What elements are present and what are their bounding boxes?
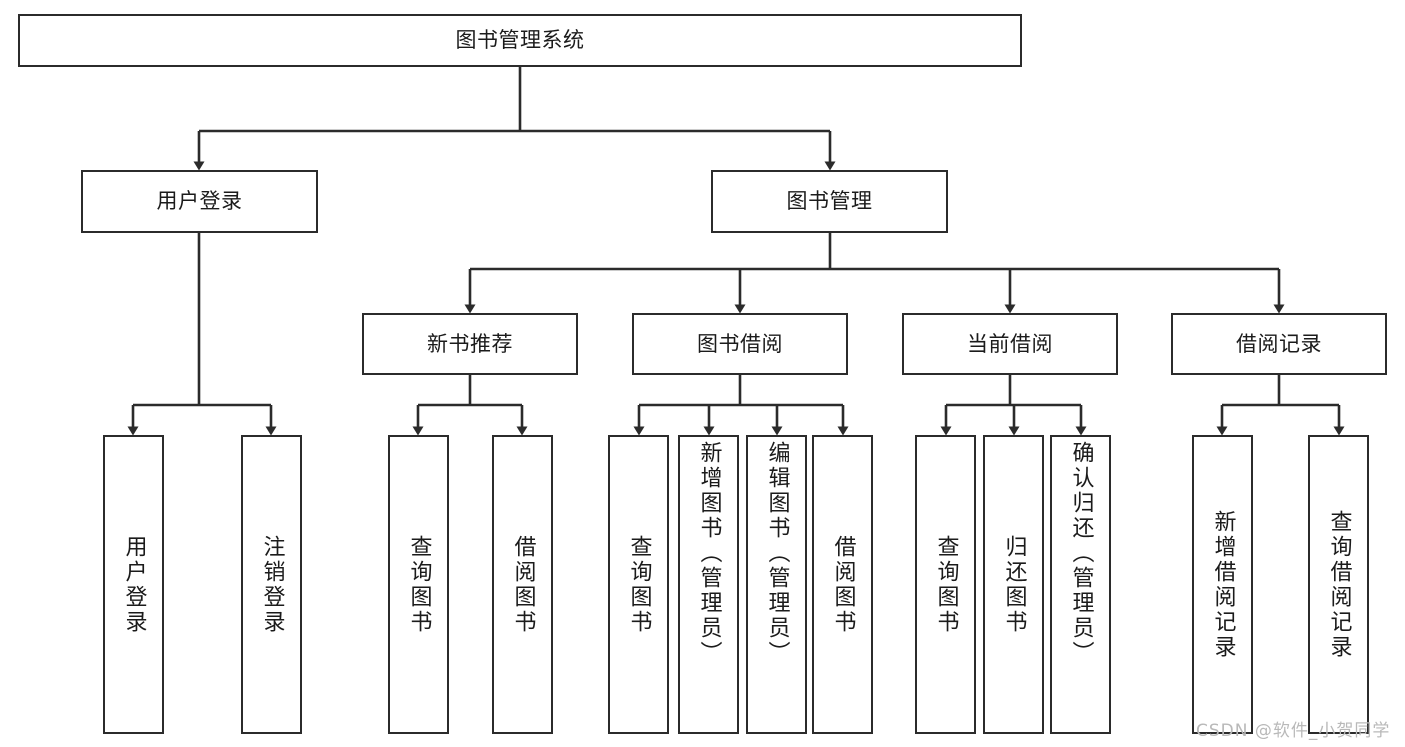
node-label: 查询图书 (626, 534, 652, 635)
leaf-records-query-record[interactable]: 查询借阅记录 (1308, 435, 1369, 734)
node-label: 图书借阅 (697, 331, 783, 356)
node-label: 查询借阅记录 (1326, 509, 1352, 660)
csdn-watermark: CSDN @软件_小贺同学 (1196, 721, 1391, 741)
leaf-current-return-book[interactable]: 归还图书 (983, 435, 1044, 734)
node-label: 新增借阅记录 (1210, 509, 1236, 660)
node-label: 图书管理系统 (455, 28, 585, 53)
leaf-recommend-borrow-book[interactable]: 借阅图书 (492, 435, 553, 734)
node-label: 查询图书 (406, 534, 432, 635)
node-label: 新增图书（管理员） (696, 441, 722, 666)
node-label: 借阅图书 (830, 534, 856, 635)
node-borrow-records[interactable]: 借阅记录 (1171, 313, 1387, 375)
leaf-borrow-borrow-book[interactable]: 借阅图书 (812, 435, 873, 734)
leaf-borrow-edit-book-admin[interactable]: 编辑图书（管理员） (746, 435, 807, 734)
leaf-user-login-login[interactable]: 用户登录 (103, 435, 164, 734)
node-current-borrow[interactable]: 当前借阅 (902, 313, 1118, 375)
leaf-records-add-record[interactable]: 新增借阅记录 (1192, 435, 1253, 734)
node-label: 用户登录 (156, 189, 243, 214)
node-label: 新书推荐 (427, 331, 513, 356)
leaf-current-confirm-return-admin[interactable]: 确认归还（管理员） (1050, 435, 1111, 734)
node-label: 查询图书 (933, 534, 959, 635)
node-label: 图书管理 (786, 189, 873, 214)
node-new-book-recommend[interactable]: 新书推荐 (362, 313, 578, 375)
leaf-borrow-add-book-admin[interactable]: 新增图书（管理员） (678, 435, 739, 734)
node-label: 用户登录 (121, 534, 147, 635)
node-label: 当前借阅 (967, 331, 1053, 356)
node-label: 确认归还（管理员） (1068, 441, 1094, 666)
node-label: 借阅图书 (510, 534, 536, 635)
leaf-user-login-logout[interactable]: 注销登录 (241, 435, 302, 734)
node-label: 编辑图书（管理员） (764, 441, 790, 666)
leaf-borrow-query-book[interactable]: 查询图书 (608, 435, 669, 734)
node-label: 归还图书 (1001, 534, 1027, 635)
node-book-borrow[interactable]: 图书借阅 (632, 313, 848, 375)
node-book-management[interactable]: 图书管理 (711, 170, 948, 233)
node-label: 注销登录 (259, 534, 285, 635)
node-root-system[interactable]: 图书管理系统 (18, 14, 1022, 67)
node-user-login[interactable]: 用户登录 (81, 170, 318, 233)
leaf-current-query-book[interactable]: 查询图书 (915, 435, 976, 734)
node-label: 借阅记录 (1236, 331, 1322, 356)
leaf-recommend-query-book[interactable]: 查询图书 (388, 435, 449, 734)
